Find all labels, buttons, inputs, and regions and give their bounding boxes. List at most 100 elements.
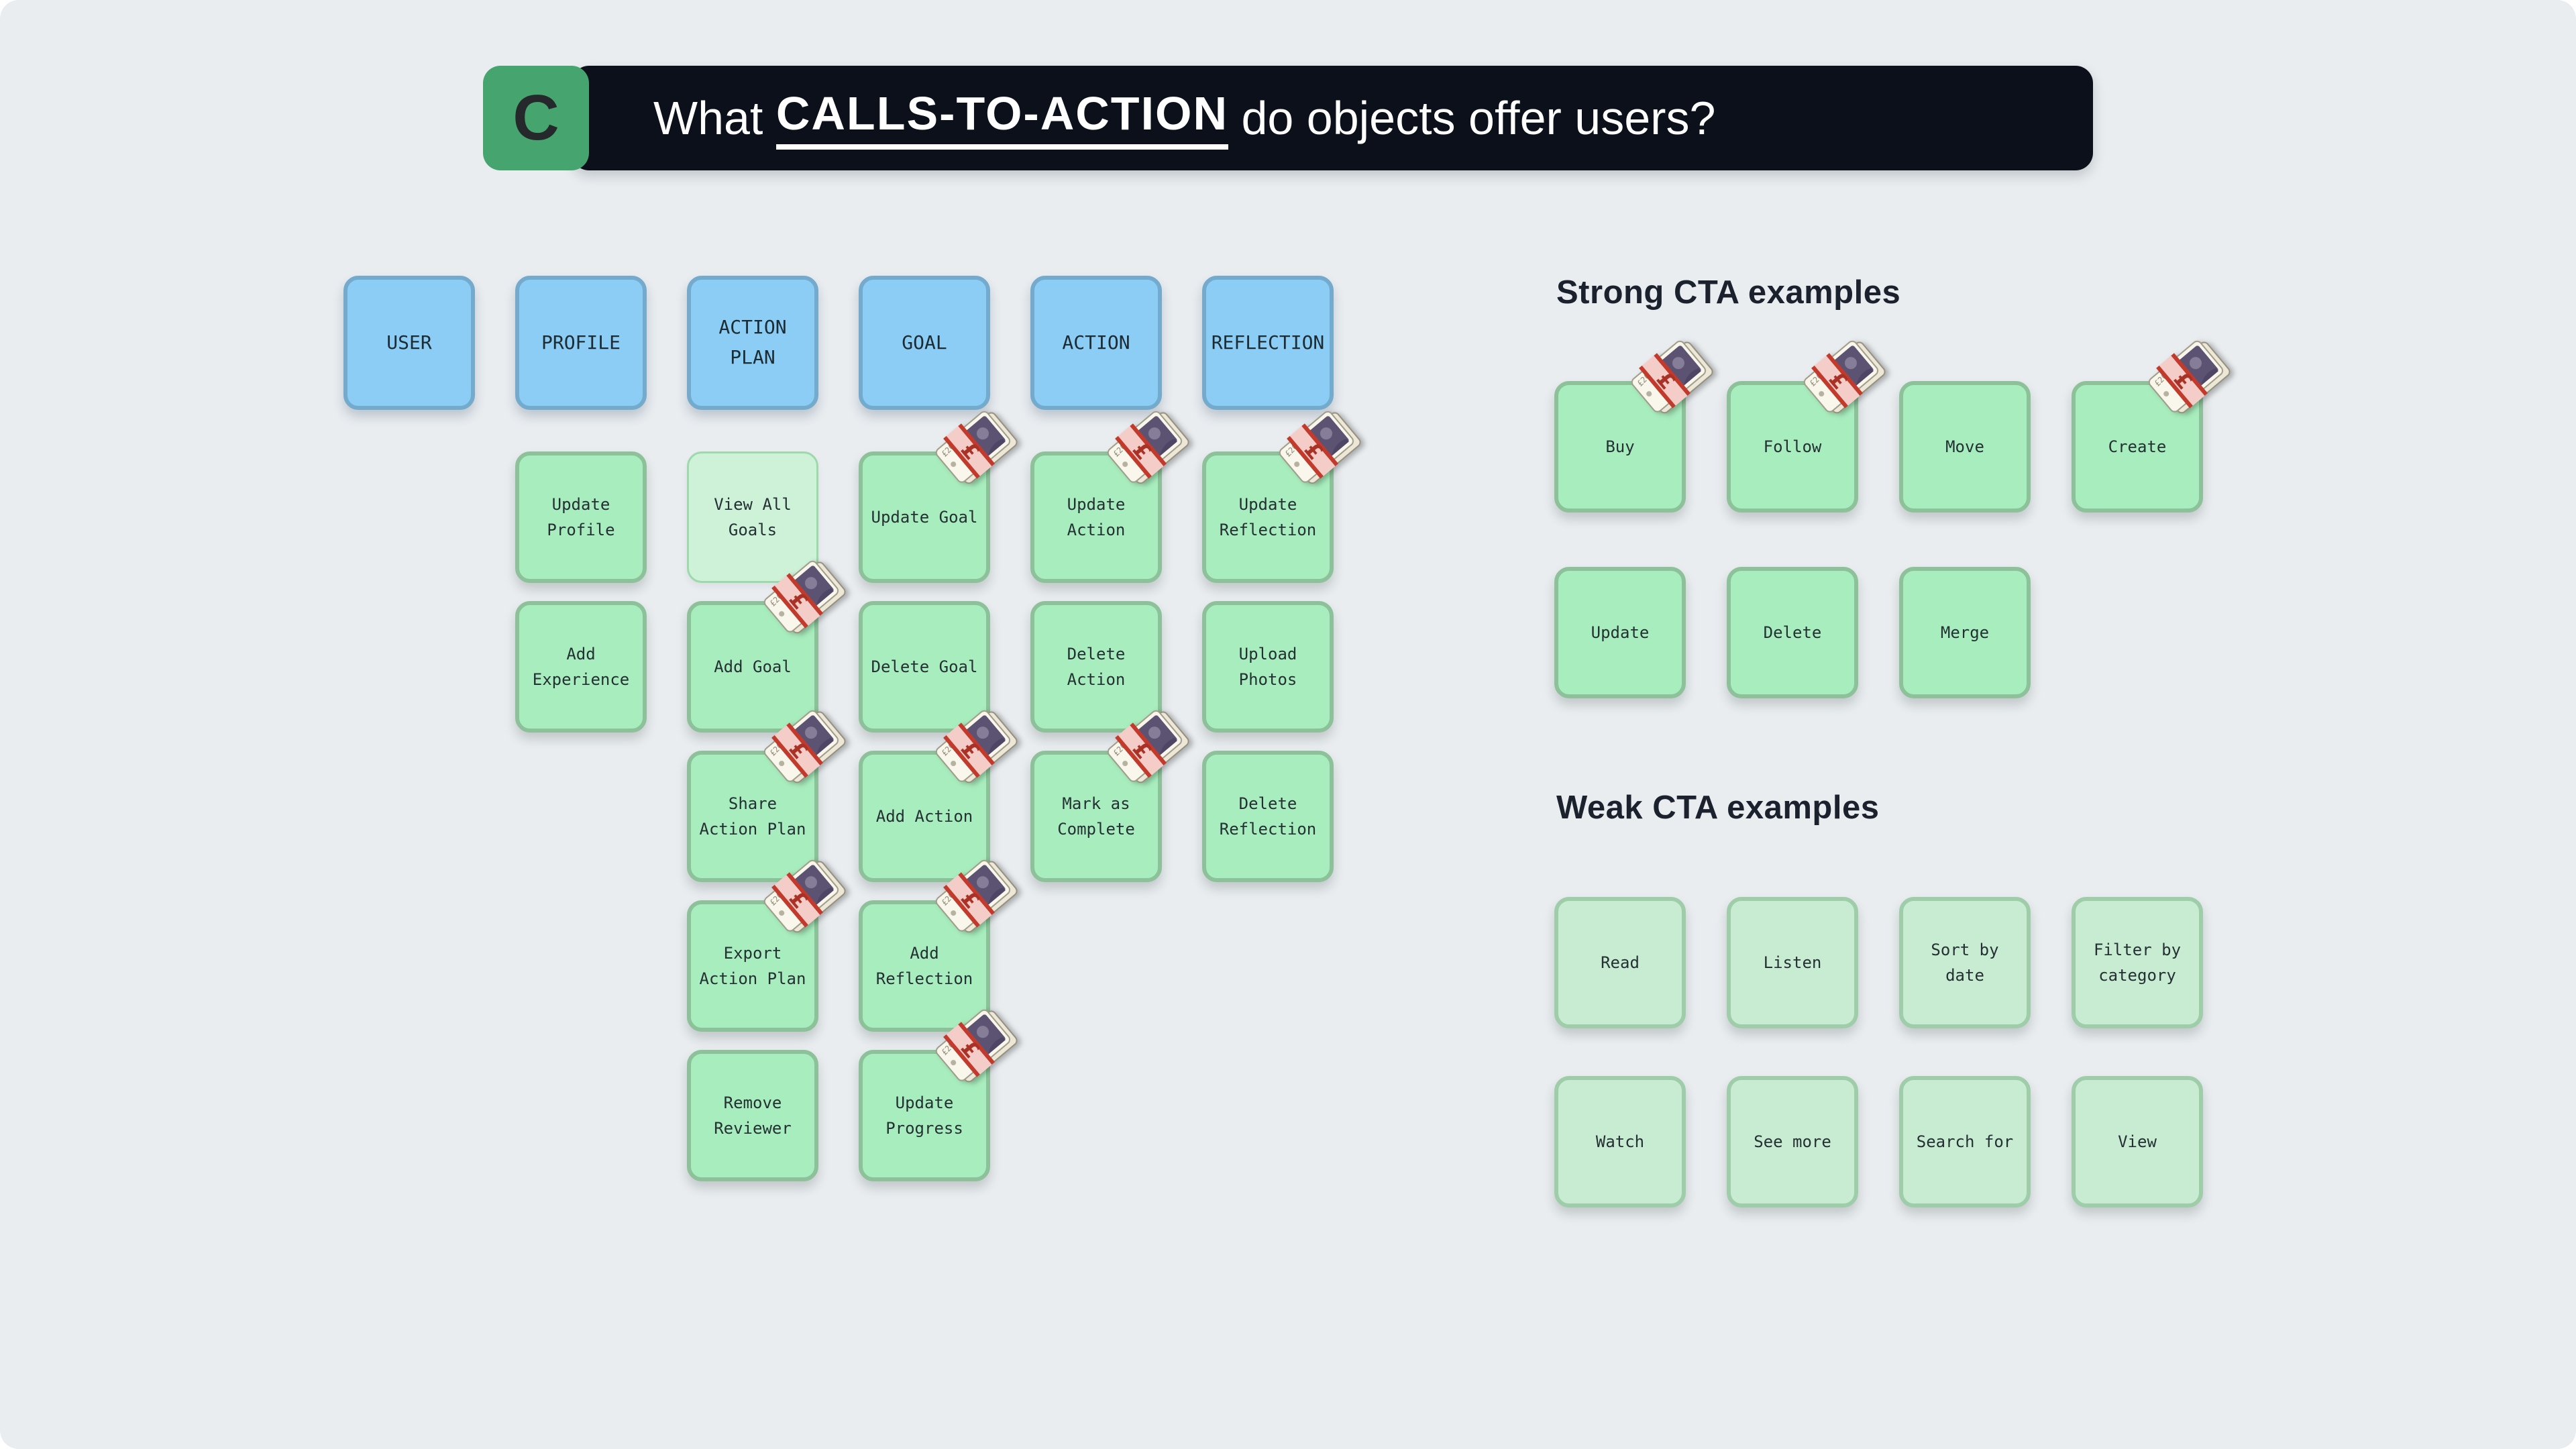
weak-cta-note[interactable]: Listen xyxy=(1727,897,1858,1028)
svg-text:£20: £20 xyxy=(1112,441,1128,458)
sticky-note[interactable]: Delete Goal xyxy=(859,601,990,733)
sticky-note[interactable]: Update Reflection £20£ xyxy=(1202,411,1361,583)
column-header-note-label: ACTION xyxy=(1062,331,1130,354)
weak-cta-note[interactable]: Read xyxy=(1554,897,1686,1028)
svg-text:£20: £20 xyxy=(940,741,957,757)
svg-text:£: £ xyxy=(956,437,985,464)
svg-text:£: £ xyxy=(784,586,813,614)
svg-text:£: £ xyxy=(2169,366,2198,394)
svg-text:£20: £20 xyxy=(2153,371,2169,388)
weak-cta-note[interactable]: See more xyxy=(1727,1076,1858,1208)
column-header-note[interactable]: ACTION PLAN xyxy=(687,276,818,410)
sticky-note-label: Add Experience xyxy=(532,644,630,689)
sticky-note-label: Add Reflection xyxy=(875,943,973,988)
sticky-note[interactable]: Delete Action xyxy=(1030,601,1162,733)
svg-text:£: £ xyxy=(1824,366,1853,394)
strong-cta-note-label: Merge xyxy=(1940,623,1990,642)
strong-cta-note[interactable]: Merge xyxy=(1899,567,2031,698)
svg-text:£: £ xyxy=(1299,437,1328,464)
sticky-note[interactable]: Add Goal£20£ xyxy=(687,560,846,733)
sticky-note-label: Update Progress xyxy=(885,1093,963,1138)
question-title-emphasis: CALLS-TO-ACTION xyxy=(775,87,1229,150)
weak-cta-grid: Read Listen Sort by date Filter by category… xyxy=(1554,897,2203,1208)
svg-text:£: £ xyxy=(784,885,813,913)
strong-cta-note-label: Buy xyxy=(1605,437,1635,456)
sticky-note[interactable]: Update Progress£20£ xyxy=(859,1009,1018,1181)
sticky-note-label: Share Action Plan xyxy=(699,794,806,839)
sticky-note-label: Remove Reviewer xyxy=(714,1093,792,1138)
weak-cta-note[interactable]: Search for xyxy=(1899,1076,2031,1208)
strong-cta-note[interactable]: Move xyxy=(1899,381,2031,513)
strong-cta-note[interactable]: Buy £20£ xyxy=(1554,340,1713,513)
strong-cta-note[interactable]: Update xyxy=(1554,567,1686,698)
sticky-note[interactable]: Delete Reflection xyxy=(1202,751,1334,882)
sticky-note[interactable]: Remove Reviewer xyxy=(687,1050,818,1181)
sticky-note-label: View All Goals xyxy=(714,494,792,539)
weak-cta-note-label: Read xyxy=(1601,953,1640,972)
weak-cta-note[interactable]: Sort by date xyxy=(1899,897,2031,1028)
sticky-note-label: Add Action xyxy=(875,806,973,826)
column-header-note[interactable]: GOAL xyxy=(859,276,990,410)
svg-text:£20: £20 xyxy=(768,890,785,907)
weak-cta-note[interactable]: View xyxy=(2072,1076,2203,1208)
column-header-note-label: REFLECTION xyxy=(1211,331,1325,354)
strong-cta-note[interactable]: Delete xyxy=(1727,567,1858,698)
sticky-note-label: Delete Action xyxy=(1067,644,1126,689)
sticky-note[interactable]: Add Reflection £20£ xyxy=(859,859,1018,1032)
sticky-note-label: Update Goal xyxy=(871,507,978,527)
weak-cta-note[interactable]: Watch xyxy=(1554,1076,1686,1208)
weak-cta-note-label: View xyxy=(2118,1132,2157,1151)
weak-cta-heading[interactable]: Weak CTA examples xyxy=(1556,790,1880,826)
pound-banknotes-sticker: £20£ xyxy=(1796,329,1896,427)
sticky-note[interactable]: Upload Photos xyxy=(1202,601,1334,733)
weak-cta-note-label: Watch xyxy=(1595,1132,1645,1151)
sticky-note[interactable]: Update Profile xyxy=(515,451,647,583)
column-header-note[interactable]: PROFILE xyxy=(515,276,647,410)
column-header-note[interactable]: ACTION xyxy=(1030,276,1162,410)
svg-text:£20: £20 xyxy=(768,591,785,608)
svg-text:£20: £20 xyxy=(768,741,785,757)
column-header-note-label: ACTION PLAN xyxy=(718,316,787,368)
sticky-note[interactable]: Mark as Complete£20£ xyxy=(1030,710,1189,882)
sticky-note[interactable]: View All Goals xyxy=(687,451,818,583)
sticky-note[interactable]: Add Action £20£ xyxy=(859,710,1018,882)
question-banner[interactable]: C What CALLS-TO-ACTION do objects offer … xyxy=(483,66,2093,170)
sticky-note[interactable]: Export Action Plan£20£ xyxy=(687,859,846,1032)
svg-text:£: £ xyxy=(1652,366,1680,394)
sticky-note[interactable]: Update Action£20£ xyxy=(1030,411,1189,583)
weak-cta-note[interactable]: Filter by category xyxy=(2072,897,2203,1028)
svg-text:£: £ xyxy=(956,736,985,763)
column-header-note-label: USER xyxy=(386,331,432,354)
strong-cta-note-label: Follow xyxy=(1763,437,1822,456)
svg-text:£20: £20 xyxy=(1635,371,1652,388)
weak-cta-note-label: Sort by date xyxy=(1931,940,1999,985)
pound-banknotes-sticker: £20£ xyxy=(1272,400,1371,497)
sticky-note[interactable]: Share Action Plan£20£ xyxy=(687,710,846,882)
svg-text:£20: £20 xyxy=(940,441,957,458)
column-header-note[interactable]: USER xyxy=(343,276,475,410)
column-header-note[interactable]: REFLECTION xyxy=(1202,276,1334,410)
category-badge: C xyxy=(483,66,589,170)
strong-cta-note[interactable]: Follow £20£ xyxy=(1727,340,1886,513)
strong-cta-note-label: Update xyxy=(1591,623,1650,642)
svg-text:£: £ xyxy=(956,885,985,913)
sticky-note-label: Upload Photos xyxy=(1238,644,1297,689)
strong-cta-heading[interactable]: Strong CTA examples xyxy=(1556,274,1901,311)
svg-text:£: £ xyxy=(956,1035,985,1063)
question-title-prefix: What xyxy=(653,92,776,144)
sticky-note-label: Update Reflection xyxy=(1219,494,1317,539)
strong-cta-note[interactable]: Create£20£ xyxy=(2072,340,2231,513)
sticky-note[interactable]: Update Goal £20£ xyxy=(859,411,1018,583)
svg-text:£20: £20 xyxy=(940,890,957,907)
question-banner-bar: What CALLS-TO-ACTION do objects offer us… xyxy=(572,66,2093,170)
category-badge-letter: C xyxy=(513,82,559,154)
strong-cta-note-label: Move xyxy=(1945,437,1984,456)
svg-text:£20: £20 xyxy=(1808,371,1825,388)
svg-text:£20: £20 xyxy=(1112,741,1128,757)
svg-text:£20: £20 xyxy=(1283,441,1300,458)
weak-cta-note-label: Search for xyxy=(1916,1132,2014,1151)
sticky-note[interactable]: Add Experience xyxy=(515,601,647,733)
